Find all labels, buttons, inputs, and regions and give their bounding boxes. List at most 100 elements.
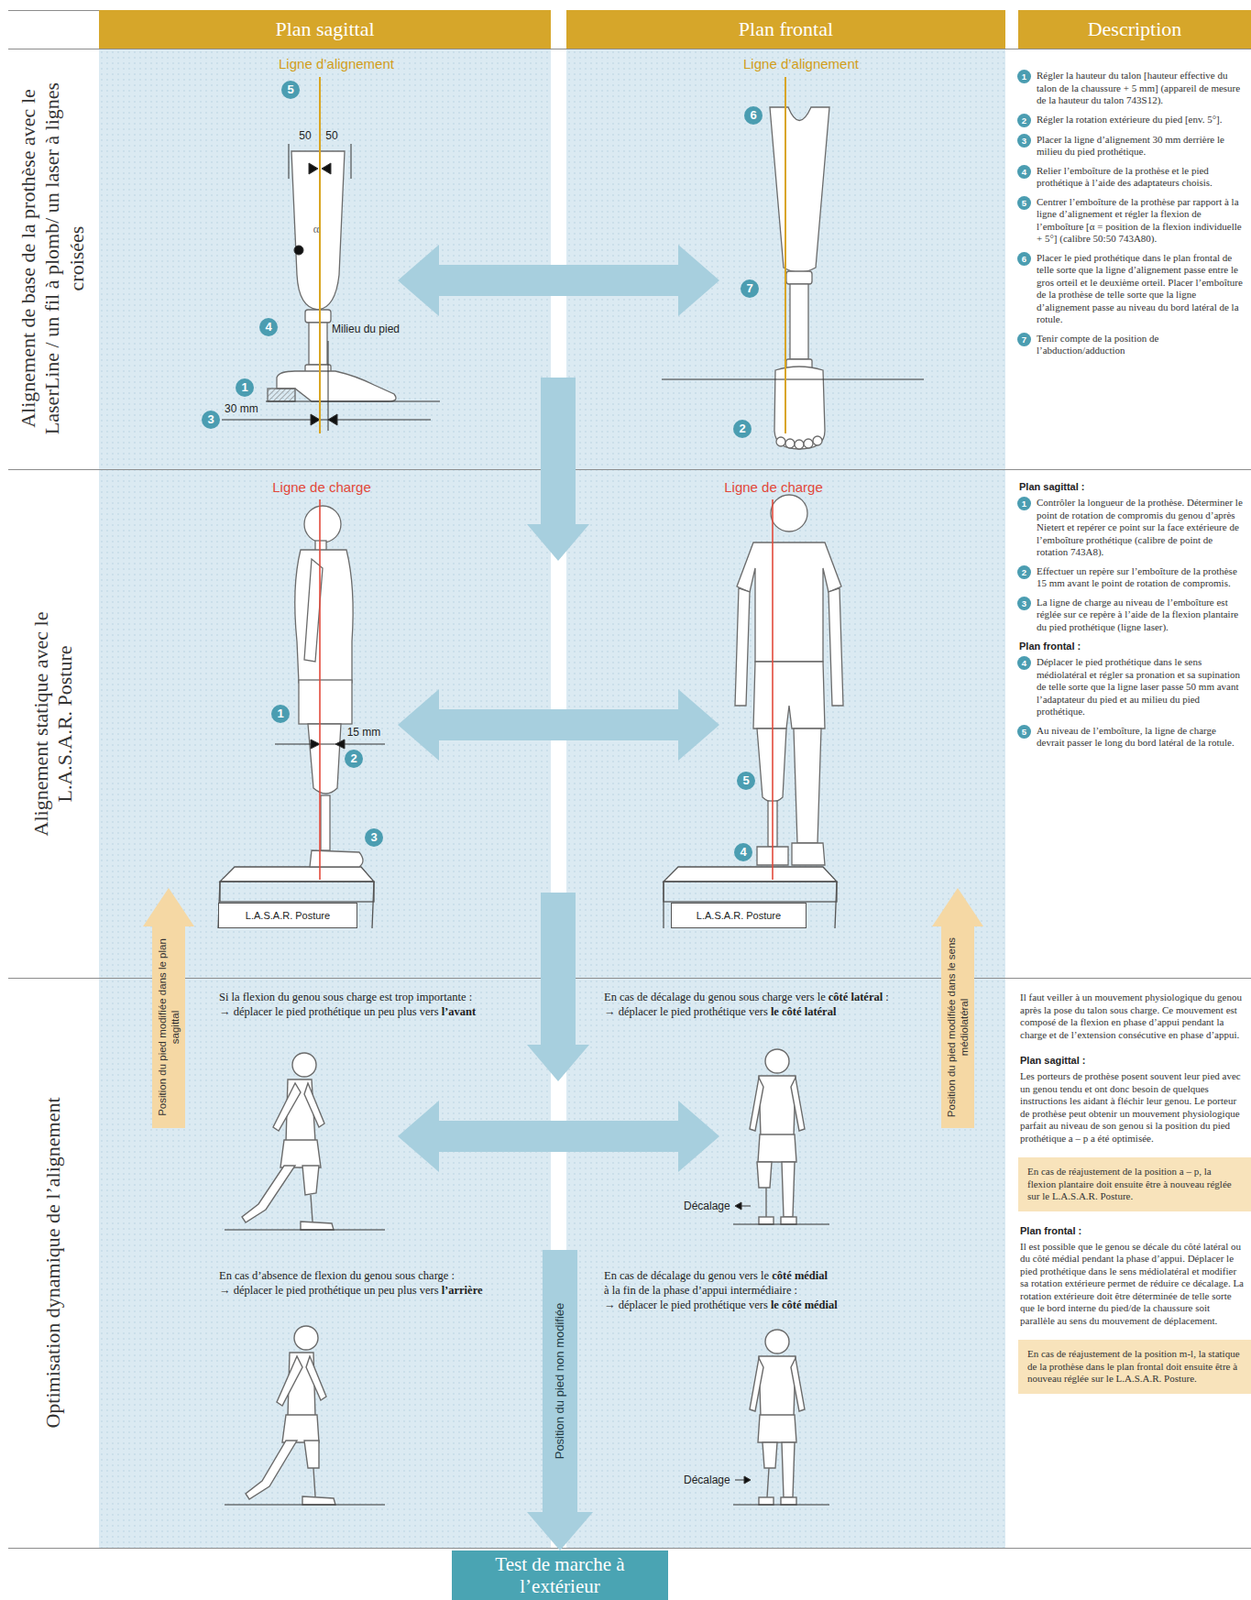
measure-marks-part [310,414,320,426]
posture-platform-part [372,881,374,929]
arrow-head [526,1512,593,1551]
measure-marks-part [328,340,330,431]
posture-platform-part [219,866,374,882]
paragraph: Il est possible que le genou se décale d… [1020,1240,1244,1328]
walking-figure-part [241,1165,296,1223]
arrow-shaft: Position du pied non modifiée [542,1250,578,1513]
step-text: Déplacer le pied prothétique dans le sen… [1036,656,1247,719]
offset-arrow-part [744,1476,751,1484]
prosthesis-frontal-part [769,107,830,273]
instruction-text: En cas de décalage du genou vers le [603,1269,769,1283]
connector [526,1512,593,1551]
prosthesis-frontal-part [812,436,823,446]
person-sagittal-part [295,549,353,683]
flow-arrow-part [526,377,590,561]
step-number: 2 [1017,113,1032,128]
emphasis: côté latéral [828,990,883,1004]
walking-figure-part [313,1468,316,1497]
instruction-text: En cas de décalage du genou sous charge … [603,990,826,1004]
emphasis: le côté médial [770,1298,838,1312]
text-line: à la fin de la phase d’appui intermédiai… [603,1283,925,1298]
step-number: 4 [1017,656,1032,670]
alignment-line [784,76,787,434]
walking-figure-part [765,1329,790,1354]
posture-platform-part [662,881,664,929]
line-name: Ligne de charge [724,479,824,495]
offset-marks-part [274,744,385,746]
callout-number: 5 [736,771,756,791]
measure-marks-part [294,245,304,255]
posture-platform-part [663,866,837,882]
callout-number: 1 [235,378,254,397]
walking-figure-part [780,1497,797,1505]
prosthesis-frontal [769,107,830,450]
ground-line-part [224,1229,385,1231]
person-frontal-part [753,661,825,729]
step-row: 3La ligne de charge au niveau de l’emboî… [1017,596,1247,635]
measure-marks-part [265,401,440,403]
angle-symbol: α [313,222,319,237]
prosthesis-frontal-part [803,438,813,449]
walking-figure-part [781,1162,795,1218]
step-text: Contrôler la longueur de la prothèse. Dé… [1036,496,1247,560]
walking-figure-part [294,1326,319,1350]
walking-figure-part [765,1187,767,1218]
step-row: 1Contrôler la longueur de la prothèse. D… [1017,496,1247,560]
section-heading: Plan sagittal : [1020,1053,1251,1067]
text-column: 1Régler la hauteur du talon [hauteur eff… [1017,69,1247,364]
walking-figure-part [304,1083,325,1128]
walking-figure-part [790,1077,805,1131]
step-row: 1Régler la hauteur du talon [hauteur eff… [1017,69,1247,108]
step-text: Effectuer un repère sur l’emboîture de l… [1036,565,1247,591]
text-column: Plan sagittal : 1Contrôler la longueur de… [1017,476,1247,757]
step-text: Placer le pied prothétique dans le plan … [1036,252,1247,327]
row-title: Optimisation dynamique de l’alignement [41,1015,66,1511]
walking-figure-part [749,1077,764,1131]
callout-number: 5 [281,80,300,99]
walking-figure-part [757,1415,797,1443]
offset-marks [274,739,385,749]
walking-figure [749,1049,805,1225]
walking-figure-part [757,1162,772,1188]
callout-number: 1 [271,704,290,724]
person-sagittal-part [320,795,330,851]
text-line: → déplacer le pied prothétique un peu pl… [219,1283,531,1298]
person-frontal-part [736,542,842,662]
walking-figure-part [758,1217,774,1225]
step-text: Régler la rotation extérieure du pied [e… [1036,113,1247,127]
box-text: L.A.S.A.R. Posture [696,910,781,922]
flow-arrow-part [526,892,590,1082]
load-line [771,499,774,880]
row-rule-part [8,1547,1251,1549]
instruction-text: : [885,990,889,1004]
step-text: Placer la ligne d’alignement 30 mm derri… [1036,133,1247,159]
walking-figure-part [780,1217,797,1225]
emphasis: l’avant [441,1005,477,1019]
paragraph: Il faut veiller à un mouvement physiolog… [1020,991,1244,1042]
text-column: Si la flexion du genou sous charge est t… [219,989,531,1020]
measure-marks-part [221,419,431,421]
prosthesis-sagittal-part [291,151,345,310]
instruction-text: → déplacer le pied prothétique un peu pl… [219,1283,439,1297]
walking-figure-part [282,1415,319,1443]
step-text: Centrer l’emboîture de la prothèse par r… [1036,196,1247,246]
arrow-body [142,888,195,1129]
dimension: 50 [298,129,311,143]
ground-line-part [733,1504,830,1506]
text-line: En cas de décalage du genou vers lecôté … [603,1268,925,1284]
person-sagittal-part [298,680,352,725]
load-line [318,499,321,880]
walking-figure [749,1329,805,1505]
text-line: → déplacer le pied prothétique versle cô… [603,1004,925,1020]
row-rule-part [8,469,1251,471]
instruction-text: → déplacer le pied prothétique vers [603,1298,769,1312]
line-name: Ligne d’alignement [278,55,395,72]
walking-figure-part [245,1440,297,1500]
person-frontal-part [793,728,822,844]
measure-marks-part [288,143,290,179]
person-sagittal-part [309,850,363,867]
section-heading: Plan sagittal : [1019,480,1247,494]
prosthesis-sagittal [267,151,396,402]
dimension: 50 [325,129,338,143]
arrow-text: Position du pied modifiée dans le sens m… [944,931,971,1124]
